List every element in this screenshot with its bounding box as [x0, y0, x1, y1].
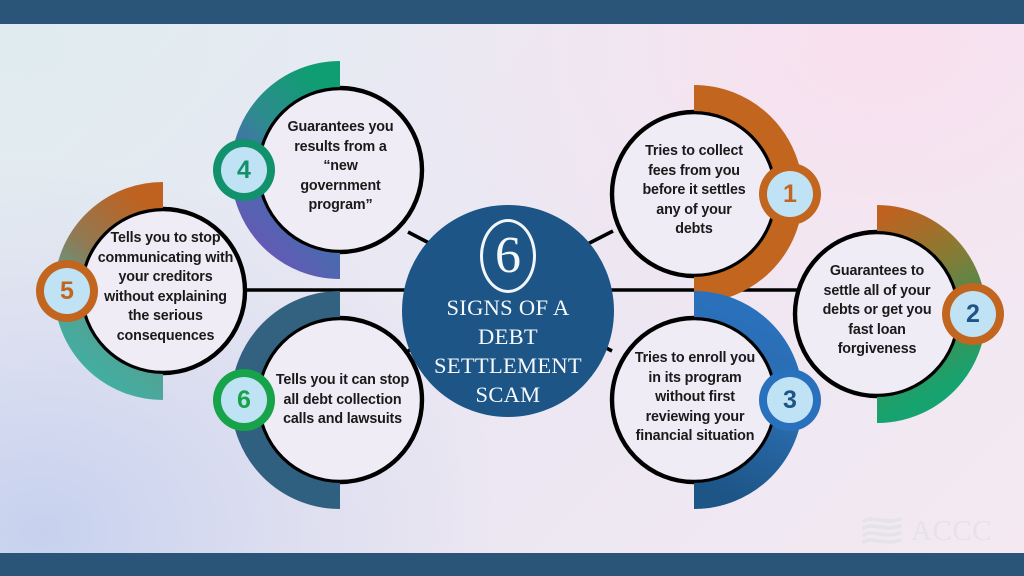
node-badge-4[interactable]: 4 — [221, 147, 267, 193]
center-hub[interactable]: 6 SIGNS OF A DEBT SETTLEMENT SCAM — [402, 205, 614, 417]
hub-number-emblem: 6 — [473, 219, 543, 293]
node-badge-6[interactable]: 6 — [221, 377, 267, 423]
node-badge-2[interactable]: 2 — [950, 291, 996, 337]
node-circle-4[interactable] — [255, 85, 425, 255]
diagram-stage: 6 SIGNS OF A DEBT SETTLEMENT SCAM Tries … — [0, 24, 1024, 553]
oval-outline-icon — [480, 219, 536, 293]
accc-logo: ACCC — [862, 514, 992, 548]
node-badge-2-number: 2 — [966, 299, 980, 328]
node-circle-3[interactable] — [609, 315, 779, 485]
node-circle-6[interactable] — [255, 315, 425, 485]
accc-logo-text: ACCC — [911, 514, 992, 547]
node-badge-3[interactable]: 3 — [767, 377, 813, 423]
bottom-accent-bar — [0, 553, 1024, 576]
node-badge-5-number: 5 — [60, 276, 74, 305]
node-badge-5[interactable]: 5 — [44, 268, 90, 314]
page-title: SIGNS OF A DEBT SETTLEMENT SCAM — [434, 295, 582, 407]
node-circle-2[interactable] — [792, 229, 962, 399]
hub-number: 6 — [495, 227, 521, 284]
top-accent-bar — [0, 0, 1024, 24]
node-badge-3-number: 3 — [783, 385, 797, 414]
node-badge-1[interactable]: 1 — [767, 171, 813, 217]
node-circle-5[interactable] — [78, 206, 248, 376]
node-badge-4-number: 4 — [237, 155, 251, 184]
node-badge-6-number: 6 — [237, 385, 251, 414]
node-badge-1-number: 1 — [783, 179, 797, 208]
wavy-lines-icon — [862, 517, 902, 544]
node-circle-1[interactable] — [609, 109, 779, 279]
